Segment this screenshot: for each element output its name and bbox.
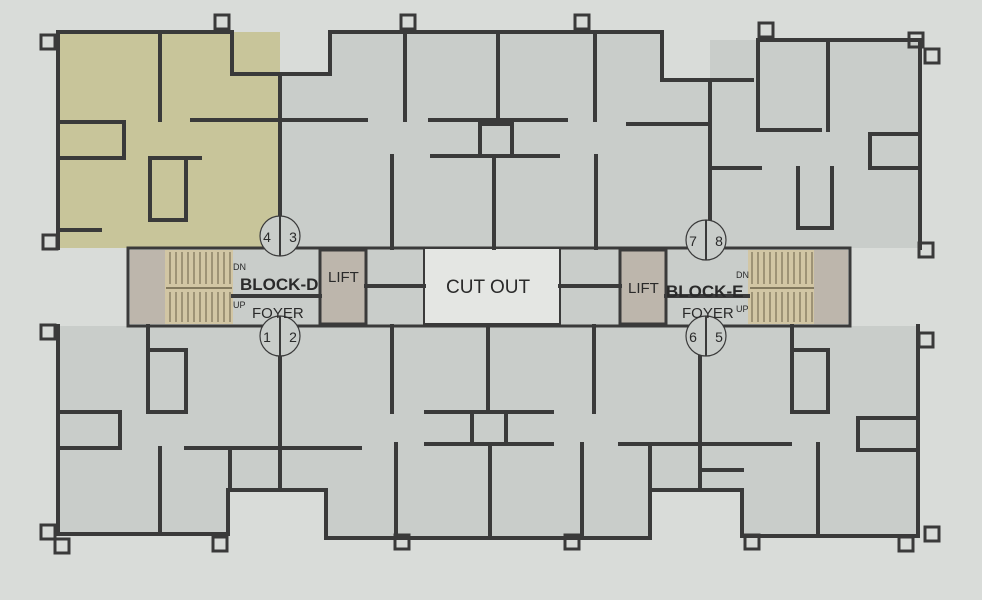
stair-block-d [165, 250, 233, 324]
stair-dn-label-block-d: DN [233, 262, 246, 272]
column-marker [923, 525, 941, 543]
unit-floor-top-right [710, 40, 920, 248]
column-marker [743, 533, 761, 551]
foyer-label-block-d: FOYER [252, 305, 304, 322]
column-marker [39, 523, 57, 541]
core-labels: BLOCK-D FOYER LIFT DN UP CUT OUT LIFT BL… [233, 262, 749, 322]
unit-floors [58, 32, 920, 538]
unit-number-markers: 4 3 1 2 7 8 6 5 [259, 215, 727, 357]
landing-block-e [814, 250, 848, 324]
column-marker [917, 331, 935, 349]
core-band [126, 246, 852, 328]
stair-up-label-block-e: UP [736, 304, 749, 314]
block-d-label: BLOCK-D [240, 275, 318, 294]
foyer-label-block-e: FOYER [682, 305, 734, 322]
column-marker [563, 533, 581, 551]
column-marker [399, 13, 417, 31]
column-marker [211, 535, 229, 553]
unit-number-8: 8 [715, 233, 723, 249]
block-e-label: BLOCK-E [666, 282, 743, 301]
unit-floor-bottom-right [700, 326, 918, 536]
unit-number-5: 5 [715, 329, 723, 345]
unit-number-1: 1 [263, 329, 271, 345]
unit-number-7: 7 [689, 233, 697, 249]
unit-number-2: 2 [289, 329, 297, 345]
stair-dn-label-block-e: DN [736, 270, 749, 280]
cut-out-label: CUT OUT [446, 277, 530, 298]
column-marker [757, 21, 775, 39]
unit-highlighted-floor [58, 32, 280, 248]
unit-number-6: 6 [689, 329, 697, 345]
column-marker [573, 13, 591, 31]
column-marker [213, 13, 231, 31]
unit-floor-top-middle [280, 32, 710, 248]
unit-number-3: 3 [289, 229, 297, 245]
lift-label-block-e: LIFT [628, 280, 659, 297]
stair-block-e [748, 250, 814, 324]
stair-treads-block-e [750, 252, 814, 322]
lift-label-block-d: LIFT [328, 269, 359, 286]
walls [56, 30, 922, 540]
column-marker [917, 241, 935, 259]
column-marker [53, 537, 71, 555]
unit-floor-bottom-left [58, 326, 280, 534]
unit-floor-bottom-middle [280, 326, 710, 538]
column-marker [393, 533, 411, 551]
column-marker [897, 535, 915, 553]
column-marker [39, 33, 57, 51]
landing-block-d [130, 250, 165, 324]
column-marker [39, 323, 57, 341]
stair-treads-block-d [166, 252, 232, 322]
stair-up-label-block-d: UP [233, 300, 246, 310]
column-marker [41, 233, 59, 251]
column-marker [923, 47, 941, 65]
column-marker [907, 31, 925, 49]
column-markers [39, 13, 941, 555]
lift-block-d [318, 248, 368, 326]
unit-number-4: 4 [263, 229, 271, 245]
